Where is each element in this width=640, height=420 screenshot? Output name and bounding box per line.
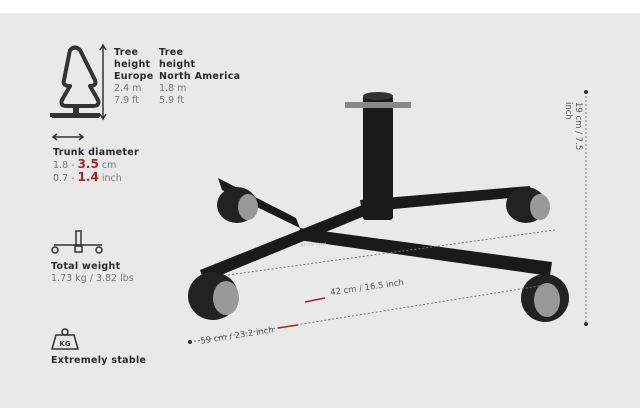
logo: ▲tree nest — [300, 242, 326, 248]
tree-stand — [200, 92, 552, 282]
trunk-title: Trunk diameter — [53, 147, 139, 158]
stand-weight-icon — [51, 230, 103, 254]
europe-m: 2.4 m — [114, 83, 142, 94]
kg-icon-text: KG — [59, 340, 70, 348]
diameter-arrow-icon — [51, 133, 85, 141]
na-ft: 5.9 ft — [159, 95, 185, 106]
na-label-2: height — [159, 59, 196, 70]
europe-label-1: Tree — [114, 47, 139, 58]
stable-title: Extremely stable — [51, 355, 147, 366]
height-dimension: 19 cm / 7.5 inch — [563, 102, 583, 151]
europe-label-3: Europe — [114, 71, 154, 82]
trunk-inch: 0.7 - 1.4 inch — [53, 170, 122, 184]
caster-wheels — [188, 187, 569, 322]
europe-ft: 7.9 ft — [114, 95, 140, 106]
europe-label-2: height — [114, 59, 151, 70]
na-m: 1.8 m — [159, 83, 187, 94]
na-label-3: North America — [159, 71, 241, 82]
na-label-1: Tree — [159, 47, 184, 58]
trunk-cm: 1.8 - 3.5 cm — [53, 157, 117, 171]
tree-icon — [50, 45, 101, 117]
kg-weight-icon — [51, 328, 79, 350]
weight-value: 1.73 kg / 3.82 lbs — [51, 273, 134, 284]
weight-title: Total weight — [51, 261, 121, 272]
height-arrow-icon — [99, 43, 107, 121]
